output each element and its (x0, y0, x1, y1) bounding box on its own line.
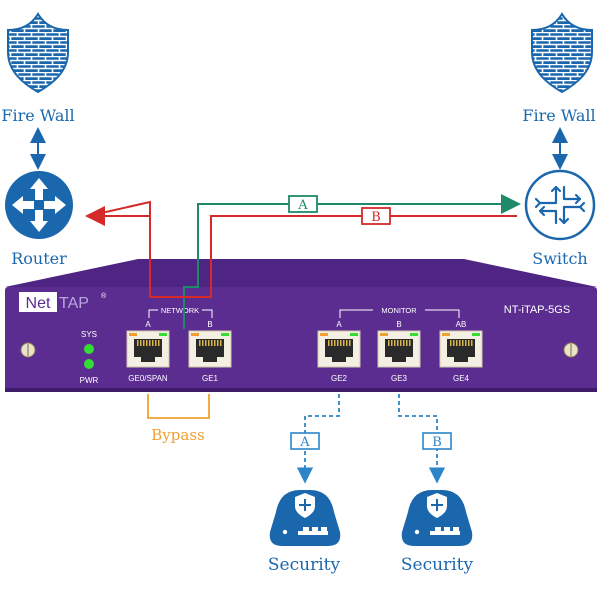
monitor-link-a-label: A (299, 435, 310, 450)
switch-label: Switch (532, 249, 587, 268)
port-ge2: A GE2 (317, 320, 361, 383)
firewall-left: Fire Wall (1, 12, 75, 125)
monitor-link-b-tag (422, 432, 452, 450)
led-sys (84, 344, 94, 354)
port-ge4-top-label: AB (456, 320, 467, 329)
led-pwr-label: PWR (80, 376, 99, 385)
security-a-label: Security (268, 555, 341, 575)
monitor-group-label: MONITOR (381, 306, 417, 315)
port-ge3-name-label: GE3 (391, 374, 408, 383)
device-front-bottom (5, 388, 597, 392)
port-ge1-name-label: GE1 (202, 374, 219, 383)
brand-logo-net: Net (26, 295, 51, 312)
port-ge0-top-label: A (145, 320, 151, 329)
led-pwr (84, 359, 94, 369)
router-label: Router (11, 249, 67, 268)
port-ge1-top-label: B (207, 320, 212, 329)
firewall-left-icon (7, 12, 69, 94)
switch: Switch (524, 169, 596, 268)
mount-screw-left (20, 342, 36, 358)
link-a-label: A (297, 198, 308, 213)
firewall-left-label: Fire Wall (1, 106, 74, 125)
security-b: Security (401, 490, 474, 575)
port-ge0-name-label: GE0/SPAN (128, 374, 168, 383)
network-group: NETWORK (148, 304, 213, 318)
monitor-group: MONITOR (339, 304, 460, 318)
network-group-label: NETWORK (161, 306, 199, 315)
bypass: Bypass (147, 394, 210, 444)
security-a: Security (268, 490, 341, 575)
brand-logo-tap: TAP (59, 295, 89, 312)
monitor-link-a-tag (290, 432, 320, 450)
link-b: B (85, 200, 517, 298)
port-ge0: A GE0/SPAN (126, 320, 170, 383)
firewall-right-icon (531, 12, 593, 94)
monitor-link-b-label: B (432, 435, 442, 450)
model-label: NT-iTAP-5GS (504, 304, 570, 316)
link-b-label: B (371, 210, 381, 225)
switch-icon (524, 169, 596, 241)
brand-logo-reg: ® (101, 292, 107, 300)
port-ge1: B GE1 (188, 320, 232, 383)
monitor-link-b: B (398, 394, 452, 484)
security-b-label: Security (401, 555, 474, 575)
bypass-label: Bypass (151, 426, 204, 444)
monitor-link-a: A (290, 394, 340, 484)
device-top-face (5, 259, 597, 287)
port-ge4: AB GE4 (439, 320, 483, 383)
mount-screw-right (563, 342, 579, 358)
bypass-bracket (147, 394, 210, 419)
port-ge2-top-label: A (336, 320, 342, 329)
tap-device: Net TAP ® NT-iTAP-5GS SYS PWR NETWORK MO… (5, 259, 597, 392)
link-b-line (87, 200, 517, 298)
brand-logo: Net TAP ® (19, 292, 107, 312)
port-ge3: B GE3 (377, 320, 421, 383)
port-ge3-top-label: B (396, 320, 401, 329)
firewall-right-label: Fire Wall (522, 106, 595, 125)
ports: A GE0/SPAN B GE1 A GE2 B GE3 AB GE4 (126, 320, 483, 383)
security-a-icon (269, 490, 341, 546)
router: Router (5, 171, 73, 268)
router-icon (5, 171, 73, 239)
link-b-tag (361, 207, 391, 225)
firewall-right: Fire Wall (522, 12, 596, 125)
link-a: A (183, 194, 521, 329)
port-ge4-name-label: GE4 (453, 374, 470, 383)
led-sys-label: SYS (81, 330, 97, 339)
port-ge2-name-label: GE2 (331, 374, 348, 383)
link-a-tag (288, 195, 318, 213)
security-b-icon (401, 490, 473, 546)
